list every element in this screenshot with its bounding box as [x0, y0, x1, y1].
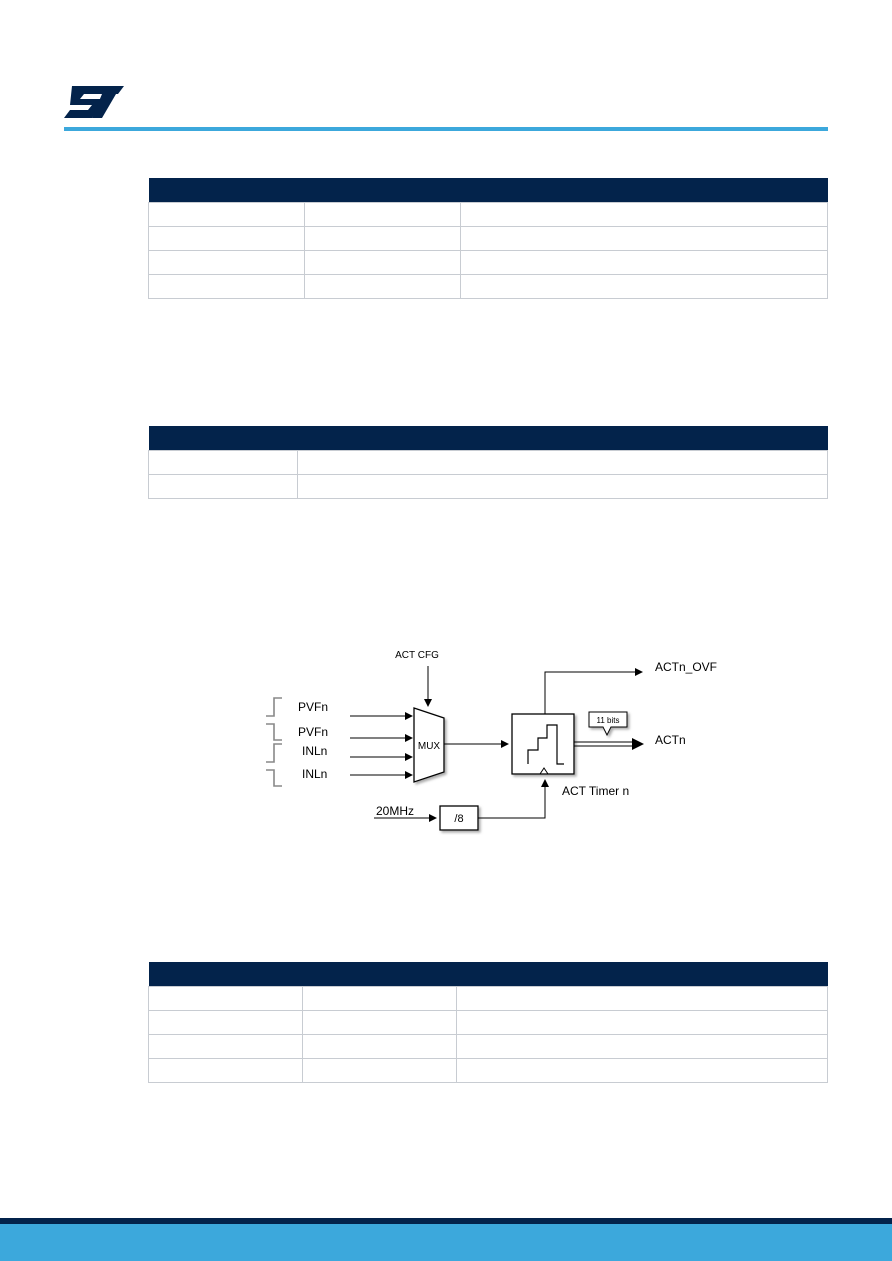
st-logo-icon: [64, 86, 124, 118]
bus-arrow-head: [632, 738, 644, 750]
input-label-pvfn-2: PVFn: [298, 725, 328, 739]
table-row: [148, 1010, 828, 1035]
header-cell: [297, 426, 828, 451]
timer-label: ACT Timer n: [562, 784, 629, 798]
table-row: [148, 250, 828, 275]
table-cell: [148, 274, 305, 299]
table-cell: [297, 474, 828, 499]
overflow-arrow: [544, 668, 643, 714]
table-cell: [148, 474, 298, 499]
table-cell: [304, 250, 461, 275]
table-cell: [460, 226, 828, 251]
table-cell: [148, 250, 305, 275]
table-cell: [148, 1034, 303, 1059]
table-cell: [148, 1010, 303, 1035]
table-cell: [456, 1034, 828, 1059]
table-header-row: [148, 178, 828, 203]
table-row: [148, 986, 828, 1011]
act-timer-block-diagram: ACT CFG PVFn PVFn INLn INLn MUX ACTn_OVF…: [266, 650, 717, 831]
table-cell: [304, 274, 461, 299]
table-cell: [304, 202, 461, 227]
mux-block: [413, 707, 445, 783]
table-cell: [302, 1034, 457, 1059]
input-label-pvfn-1: PVFn: [298, 700, 328, 714]
header-cell: [456, 962, 828, 987]
table-cell: [302, 1010, 457, 1035]
divider-block: [439, 805, 479, 831]
output-label: ACTn: [655, 733, 686, 747]
divider-label: /8: [454, 813, 463, 825]
rising-edge-icon: [266, 697, 282, 717]
table-cell: [304, 226, 461, 251]
footer-band-dark: [0, 1218, 892, 1224]
table-row: [148, 226, 828, 251]
table-cell: [148, 1058, 303, 1083]
table-header-row: [148, 426, 828, 451]
header-cell: [148, 962, 303, 987]
table-cell: [148, 226, 305, 251]
table-row: [148, 1058, 828, 1083]
register-table-2: [148, 426, 828, 499]
table-cell: [297, 450, 828, 475]
table-cell: [460, 250, 828, 275]
mux-label: MUX: [418, 741, 441, 752]
clock-label: 20MHz: [376, 804, 414, 818]
counter-staircase-icon: [527, 724, 564, 765]
table-cell: [302, 1058, 457, 1083]
act-timer-block: [511, 713, 575, 775]
table-cell: [302, 986, 457, 1011]
table-row: [148, 274, 828, 299]
input-label-inln-1: INLn: [302, 744, 327, 758]
table-row: [148, 202, 828, 227]
register-table-1: [148, 178, 828, 299]
footer-band-blue: [0, 1224, 892, 1261]
input-label-inln-2: INLn: [302, 767, 327, 781]
table-cell: [148, 450, 298, 475]
header-cell: [148, 178, 305, 203]
falling-edge-icon: [266, 723, 282, 741]
table-cell: [456, 1058, 828, 1083]
table-cell: [456, 986, 828, 1011]
clock-input-icon: [539, 767, 549, 775]
divided-clock-arrow: [478, 779, 549, 819]
overflow-label: ACTn_OVF: [655, 660, 717, 674]
table-row: [148, 450, 828, 475]
table-cell: [148, 202, 305, 227]
table-cell: [148, 986, 303, 1011]
register-table-3: [148, 962, 828, 1083]
header-cell: [304, 178, 461, 203]
table-row: [148, 1034, 828, 1059]
table-header-row: [148, 962, 828, 987]
bits-callout: [588, 711, 628, 737]
rising-edge-icon: [266, 743, 282, 763]
act-cfg-label: ACT CFG: [395, 650, 439, 661]
header-rule: [64, 127, 828, 131]
header-cell: [302, 962, 457, 987]
header-cell: [460, 178, 828, 203]
header-cell: [148, 426, 298, 451]
falling-edge-icon: [266, 769, 282, 787]
table-cell: [460, 274, 828, 299]
table-cell: [460, 202, 828, 227]
bits-label: 11 bits: [597, 716, 620, 725]
table-cell: [456, 1010, 828, 1035]
table-row: [148, 474, 828, 499]
